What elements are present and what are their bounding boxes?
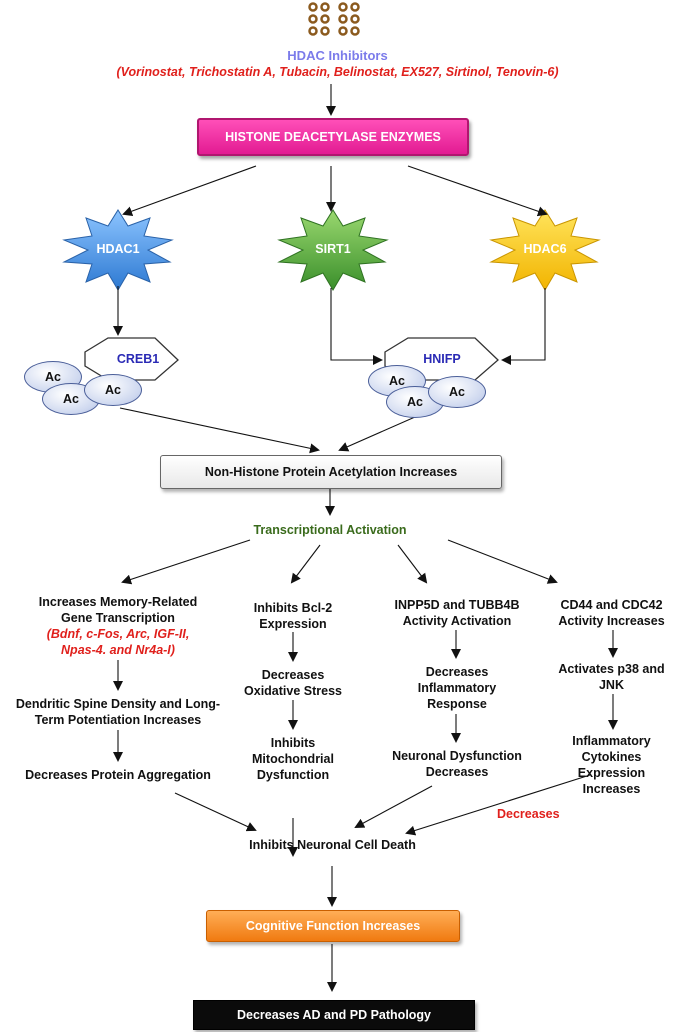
inhibits-neuronal-cell-death: Inhibits Neuronal Cell Death xyxy=(249,838,416,852)
activates-p38-jnk: Activates p38 and JNK xyxy=(548,661,675,693)
col3-step2a: Decreases xyxy=(425,665,489,679)
gene-list-1: (Bdnf, c-Fos, Arc, IGF-II, xyxy=(46,627,190,641)
col2-step3c: Dysfunction xyxy=(256,768,330,782)
sirt1-star-shape xyxy=(277,209,389,291)
col1-step2b: Term Potentiation Increases xyxy=(34,713,202,727)
neuronal-dysfunction-decreases: Neuronal Dysfunction Decreases xyxy=(372,748,542,780)
histone-deacetylase-enzymes-box: HISTONE DEACETYLASE ENZYMES xyxy=(197,118,469,156)
acetylation-increases-box: Non-Histone Protein Acetylation Increase… xyxy=(160,455,502,489)
col2-step3b: Mitochondrial xyxy=(252,752,334,766)
acetyl-group: Ac xyxy=(428,376,486,408)
acetyl-group: Ac xyxy=(84,374,142,406)
memory-gene-transcription: Increases Memory-Related Gene Transcript… xyxy=(8,594,228,658)
cognitive-function-box: Cognitive Function Increases xyxy=(206,910,460,942)
molecule-dots-icon xyxy=(308,2,360,36)
cd44-cdc42-activity: CD44 and CDC42 Activity Increases xyxy=(548,597,675,629)
col4-step3a: Inflammatory xyxy=(572,734,651,748)
col4-step3c: Expression xyxy=(577,766,646,780)
col1-line1: Increases Memory-Related xyxy=(38,595,198,609)
dendritic-spine-increase: Dendritic Spine Density and Long- Term P… xyxy=(0,696,236,728)
creb1-label: CREB1 xyxy=(116,352,160,366)
decreases-oxidative-stress: Decreases Oxidative Stress xyxy=(238,667,348,699)
col4-step1a: CD44 and CDC42 xyxy=(560,598,663,612)
decreases-label: Decreases xyxy=(497,807,560,821)
col1-step2a: Dendritic Spine Density and Long- xyxy=(15,697,221,711)
col3-step2c: Response xyxy=(427,697,487,711)
col2-step3a: Inhibits xyxy=(270,736,316,750)
hdac6-label: HDAC6 xyxy=(523,242,567,256)
hnifp-label: HNIFP xyxy=(423,352,461,366)
col3-step3b: Decreases xyxy=(425,765,489,779)
col2-step2a: Decreases xyxy=(261,668,325,682)
inhibits-bcl2-expression: Inhibits Bcl-2 Expression xyxy=(238,600,348,632)
hdac1-label: HDAC1 xyxy=(96,242,140,256)
sirt1-label: SIRT1 xyxy=(315,242,351,256)
gene-list-2: Npas-4. and Nr4a-I) xyxy=(61,643,175,657)
decreases-protein-aggregation: Decreases Protein Aggregation xyxy=(25,768,211,782)
transcriptional-activation-label: Transcriptional Activation xyxy=(253,523,407,537)
inhibits-mitochondrial-dysfunction: Inhibits Mitochondrial Dysfunction xyxy=(238,735,348,783)
col4-step3d: Increases xyxy=(582,782,641,796)
col2-step2b: Oxidative Stress xyxy=(244,684,342,698)
creb1-hexagon xyxy=(84,337,179,381)
col3-step3a: Neuronal Dysfunction xyxy=(392,749,522,763)
col4-step2a: Activates p38 and xyxy=(558,662,665,676)
inflammatory-cytokines-increase: Inflammatory Cytokines Expression Increa… xyxy=(548,733,675,797)
decreases-ad-pd-pathology-box: Decreases AD and PD Pathology xyxy=(193,1000,475,1030)
col3-step2b: Inflammatory xyxy=(417,681,497,695)
col2-step1b: Expression xyxy=(259,617,327,631)
col2-step1a: Inhibits Bcl-2 xyxy=(253,601,333,615)
inpp5d-tubb4b-activation: INPP5D and TUBB4B Activity Activation xyxy=(372,597,542,629)
decreases-inflammatory-response: Decreases Inflammatory Response xyxy=(372,664,542,712)
hdac-inhibitors-title: HDAC Inhibitors xyxy=(287,48,388,63)
inhibitors-list: (Vorinostat, Trichostatin A, Tubacin, Be… xyxy=(116,65,559,79)
col3-step1a: INPP5D and TUBB4B xyxy=(394,598,520,612)
col3-step1b: Activity Activation xyxy=(402,614,512,628)
col1-line2: Gene Transcription xyxy=(61,611,175,625)
col4-step3b: Cytokines xyxy=(581,750,642,764)
col4-step1b: Activity Increases xyxy=(558,614,665,628)
col4-step2b: JNK xyxy=(598,678,624,692)
